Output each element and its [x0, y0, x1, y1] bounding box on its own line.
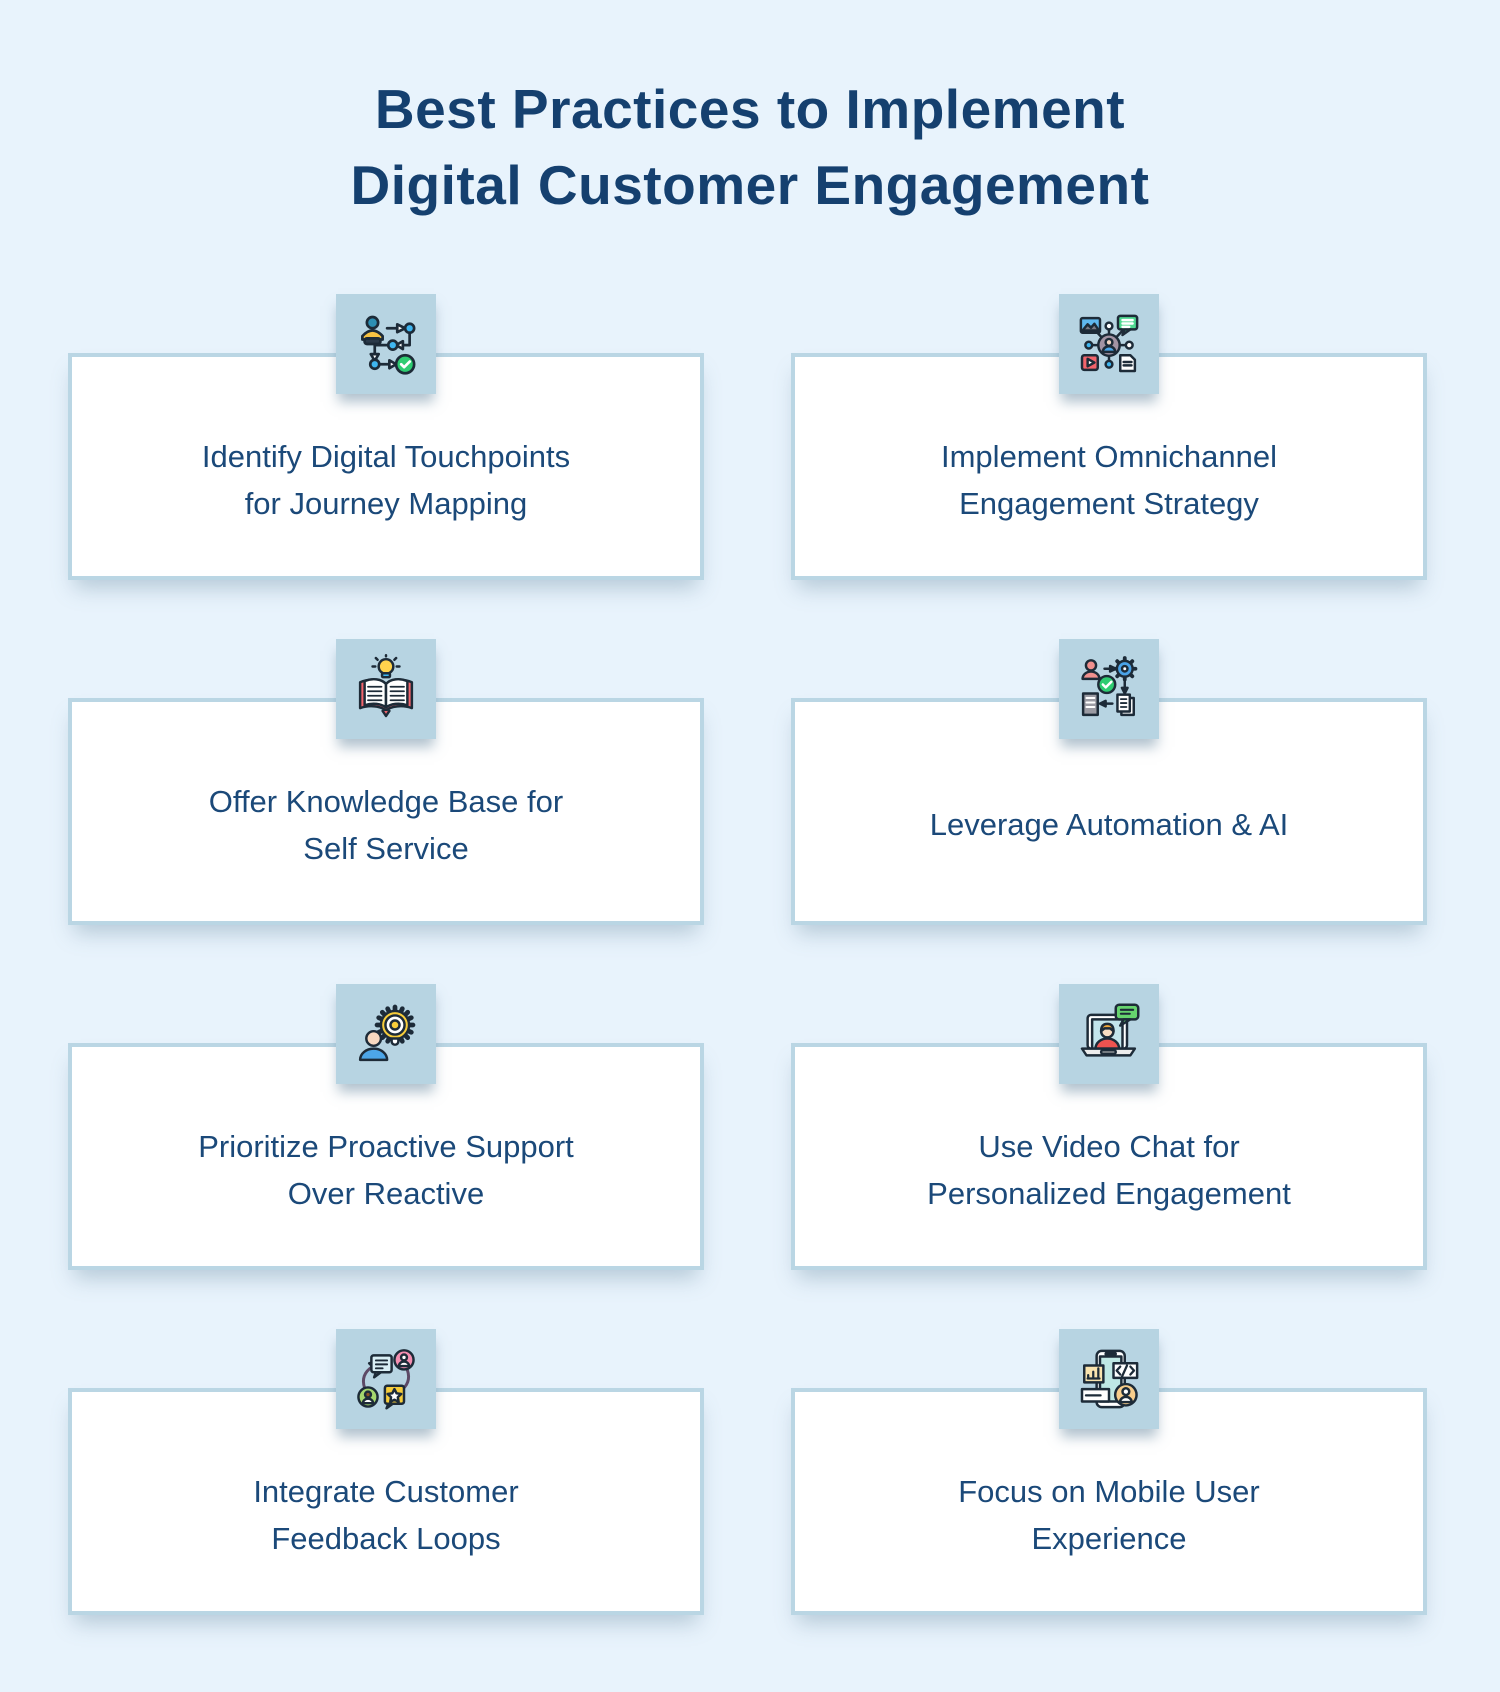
mobile-ux-icon: [1059, 1329, 1159, 1429]
feedback-loop-icon: [336, 1329, 436, 1429]
card-title: Prioritize Proactive Support Over Reacti…: [198, 1129, 574, 1211]
card-prioritize-proactive-support: Prioritize Proactive Support Over Reacti…: [68, 984, 704, 1270]
page-title-line1: Best Practices to Implement: [374, 78, 1126, 140]
knowledge-base-icon: [336, 639, 436, 739]
proactive-support-icon: [336, 984, 436, 1084]
card-title: Integrate Customer Feedback Loops: [253, 1474, 519, 1556]
omnichannel-icon: [1059, 294, 1159, 394]
card-use-video-chat: Use Video Chat for Personalized Engageme…: [791, 984, 1427, 1270]
card-offer-knowledge-base: Offer Knowledge Base for Self Service: [68, 639, 704, 925]
video-chat-icon: [1059, 984, 1159, 1084]
automation-ai-icon: [1059, 639, 1159, 739]
journey-map-icon: [336, 294, 436, 394]
card-title: Leverage Automation & AI: [929, 807, 1289, 843]
card-title: Implement Omnichannel Engagement Strateg…: [941, 439, 1277, 521]
card-title: Focus on Mobile User Experience: [958, 1474, 1260, 1556]
card-title: Use Video Chat for Personalized Engageme…: [927, 1129, 1291, 1211]
card-implement-omnichannel: Implement Omnichannel Engagement Strateg…: [791, 294, 1427, 580]
card-title: Offer Knowledge Base for Self Service: [208, 784, 564, 866]
card-title: Identify Digital Touchpoints for Journey…: [201, 439, 571, 521]
card-leverage-automation-ai: Leverage Automation & AI: [791, 639, 1427, 925]
card-integrate-feedback-loops: Integrate Customer Feedback Loops: [68, 1329, 704, 1615]
cards-grid: Identify Digital Touchpoints for Journey…: [68, 294, 1427, 1615]
page-title-line2: Digital Customer Engagement: [350, 153, 1150, 216]
page-title: Best Practices to Implement Digital Cust…: [0, 72, 1500, 224]
card-identify-digital-touchpoints: Identify Digital Touchpoints for Journey…: [68, 294, 704, 580]
card-focus-mobile-ux: Focus on Mobile User Experience: [791, 1329, 1427, 1615]
